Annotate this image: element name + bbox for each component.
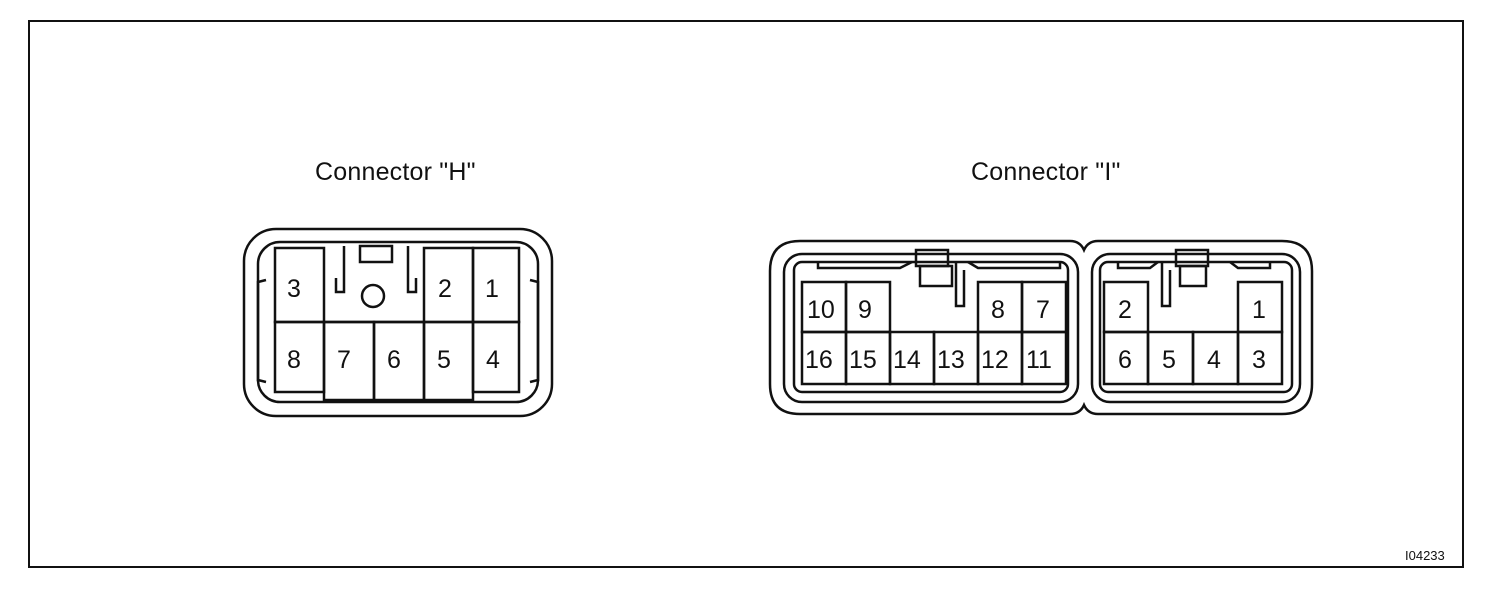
- pin-label: 1: [1252, 296, 1266, 324]
- pin-label: 15: [849, 346, 877, 374]
- connector-h-pin-labels: 3 2 1 8 7 6 5 4: [287, 275, 500, 374]
- pin-label: 10: [807, 296, 835, 324]
- pin-label: 7: [337, 346, 351, 374]
- pin-label: 4: [1207, 346, 1221, 374]
- connector-h-title: Connector "H": [315, 158, 476, 186]
- pin-label: 2: [1118, 296, 1132, 324]
- connector-i-left-inner: [782, 252, 1080, 404]
- connector-i-pin-labels: 10 9 8 7 16 15 14 13 12 11 2 1 6 5 4 3: [805, 296, 1266, 374]
- connector-i-right-lock-tab: [1174, 248, 1210, 268]
- pin-label: 12: [981, 346, 1009, 374]
- figure-code: I04233: [1405, 548, 1445, 563]
- connector-i-outer-shell: [768, 239, 1314, 416]
- pin-label: 4: [486, 346, 500, 374]
- pin-label: 3: [1252, 346, 1266, 374]
- pin-label: 16: [805, 346, 833, 374]
- pin-label: 13: [937, 346, 965, 374]
- connector-i-right-inner: [1090, 252, 1302, 404]
- pin-label: 6: [1118, 346, 1132, 374]
- connector-h: [242, 227, 554, 418]
- pin-label: 5: [437, 346, 451, 374]
- pin-label: 8: [991, 296, 1005, 324]
- connector-h-right-latch: [529, 278, 540, 384]
- pin-cavity: [1236, 330, 1284, 386]
- pin-label: 3: [287, 275, 301, 303]
- pin-label: 8: [287, 346, 301, 374]
- diagram-frame: [28, 20, 1464, 568]
- pin-cavity: [1020, 330, 1068, 386]
- pin-label: 11: [1026, 346, 1052, 374]
- connector-i-left-lock-tab: [914, 248, 950, 268]
- connector-i-title: Connector "I": [971, 158, 1121, 186]
- pin-label: 7: [1036, 296, 1050, 324]
- connector-i: [768, 239, 1314, 416]
- connector-h-key-hole: [360, 283, 386, 309]
- pin-label: 5: [1162, 346, 1176, 374]
- connector-h-lock-tab: [358, 244, 394, 264]
- pin-label: 9: [858, 296, 872, 324]
- pin-label: 2: [438, 275, 452, 303]
- pin-label: 14: [893, 346, 921, 374]
- connector-h-left-latch: [256, 278, 267, 384]
- pin-cavity: [471, 320, 521, 394]
- connector-h-outer-shell: [242, 227, 554, 418]
- pin-label: 6: [387, 346, 401, 374]
- pin-label: 1: [485, 275, 499, 303]
